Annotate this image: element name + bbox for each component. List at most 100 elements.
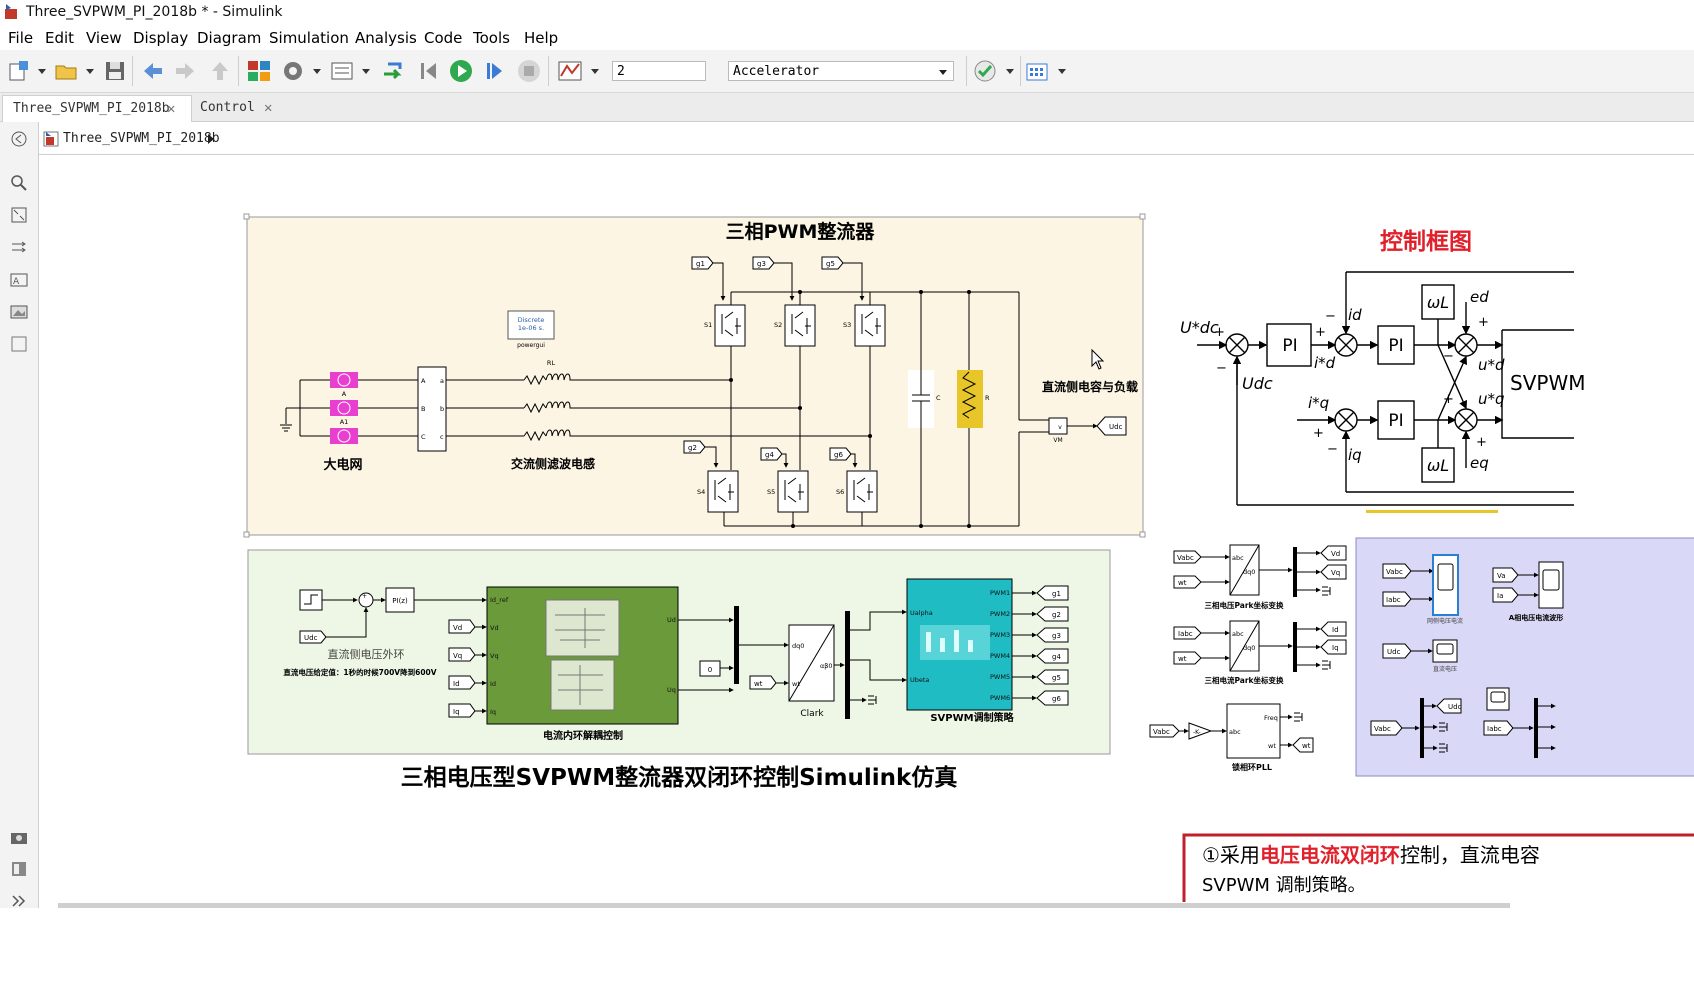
switch-s1[interactable]: S1 (704, 304, 746, 347)
switch-s4[interactable]: S4 (697, 470, 739, 513)
save-icon[interactable] (102, 58, 128, 84)
demux-block[interactable] (845, 611, 850, 719)
udc-from-tag[interactable]: Udc (299, 630, 327, 644)
step-forward-icon[interactable] (482, 58, 508, 84)
annotation-icon[interactable]: A (10, 271, 28, 289)
route-lines-icon[interactable] (10, 238, 28, 256)
advisor-dropdown-icon[interactable] (1006, 69, 1014, 74)
model-settings-gear-icon[interactable] (280, 58, 306, 84)
up-arrow-icon[interactable] (207, 58, 233, 84)
expand-chevron-icon[interactable] (10, 892, 28, 910)
inner-loop-subsystem[interactable]: Id_ref Vd Vq Id Iq Ud Uq (486, 586, 679, 725)
simulation-mode-select[interactable]: Accelerator (728, 61, 954, 81)
open-folder-icon[interactable] (54, 58, 80, 84)
gate-tag-label: g2 (688, 444, 697, 452)
rectifier-area[interactable]: 三相PWM整流器 Discrete 1e-06 s. powergui A A1 (243, 213, 1146, 538)
explorer-icon[interactable] (329, 58, 355, 84)
forward-arrow-icon[interactable] (172, 58, 198, 84)
scope-panel[interactable]: Vabc Iabc 网侧电压电流 Udc 直流电压 Va Ia A相电压电流波形… (1355, 537, 1694, 777)
scope-viewer-icon[interactable] (557, 58, 583, 84)
inner-inputs[interactable]: Vd Vq Id Iq (448, 619, 487, 718)
screenshot-camera-icon[interactable] (10, 828, 28, 846)
schedule-editor-icon[interactable] (1024, 58, 1050, 84)
menu-analysis[interactable]: Analysis (355, 29, 417, 47)
scope-icon[interactable] (1432, 554, 1459, 616)
pi-controller-block[interactable]: PI(z) (385, 587, 415, 613)
rl-inductors[interactable] (523, 373, 580, 442)
zero-constant[interactable]: 0 (699, 660, 721, 677)
schedule-dropdown-icon[interactable] (1058, 69, 1066, 74)
run-icon[interactable] (448, 58, 474, 84)
wt-from-tag[interactable]: wt (749, 675, 777, 690)
clark-block[interactable]: dq0 wt αβ0 Clark (788, 624, 835, 719)
abc-measurement-block[interactable]: A B C a b c (417, 366, 447, 452)
menu-simulation[interactable]: Simulation (269, 29, 349, 47)
menu-diagram[interactable]: Diagram (197, 29, 262, 47)
update-diagram-icon[interactable] (380, 58, 406, 84)
gate-tags-bottom[interactable]: g2 g4 g6 (683, 440, 858, 468)
chevron-down-icon[interactable] (939, 70, 947, 75)
settings-dropdown-icon[interactable] (313, 69, 321, 74)
scope-icon[interactable] (1432, 639, 1458, 663)
menu-code[interactable]: Code (424, 29, 463, 47)
chevron-right-icon[interactable] (207, 134, 215, 144)
tab-model[interactable]: Three_SVPWM_PI_2018b ✕ (2, 95, 192, 122)
powergui-block[interactable]: Discrete 1e-06 s. powergui (507, 310, 555, 349)
zoom-icon[interactable] (10, 174, 28, 192)
close-tab-icon[interactable]: ✕ (264, 100, 273, 116)
step-back-icon[interactable] (416, 58, 442, 84)
model-advisor-check-icon[interactable] (972, 58, 998, 84)
grid-sources[interactable]: A A1 大电网 (300, 372, 418, 473)
scope-icon[interactable] (1538, 561, 1564, 609)
pwm-goto-tags[interactable]: g1 g2 g3 g4 g5 g6 (1012, 585, 1069, 706)
property-inspector-icon[interactable] (10, 860, 28, 878)
ac-source-icon[interactable] (330, 428, 358, 444)
resistor-r[interactable]: R (957, 370, 990, 428)
menu-tools[interactable]: Tools (473, 29, 510, 47)
stop-icon[interactable] (516, 58, 542, 84)
hide-explorer-icon[interactable] (10, 130, 28, 148)
mux-block[interactable] (734, 606, 739, 684)
control-area[interactable]: + PI(z) Udc 直流侧电压外环 直流电压给定值：1秒的时候700V降到6… (247, 549, 1111, 755)
wt-tag-label: wt (754, 680, 763, 688)
area-icon[interactable] (10, 335, 28, 353)
switch-s6[interactable]: S6 (836, 470, 878, 513)
scope-icon[interactable] (1486, 687, 1510, 711)
stop-time-input[interactable]: 2 (612, 61, 706, 81)
sum-block[interactable]: + (358, 592, 374, 608)
menu-display[interactable]: Display (133, 29, 189, 47)
menu-edit[interactable]: Edit (45, 29, 75, 47)
svpwm-subsystem[interactable]: Ualpha Ubeta PWM1 PWM2 PWM3 PWM4 PWM5 PW… (906, 578, 1013, 711)
library-browser-icon[interactable] (246, 58, 272, 84)
resistor-label: R (985, 394, 990, 402)
horizontal-scrollbar[interactable] (58, 903, 1510, 908)
gate-tags-top[interactable]: g1 g3 g5 (691, 256, 865, 301)
model-canvas[interactable]: 三相PWM整流器 Discrete 1e-06 s. powergui A A1 (39, 156, 1694, 917)
open-dropdown-icon[interactable] (86, 69, 94, 74)
udc-goto-tag[interactable]: Udc (1096, 416, 1127, 436)
menu-view[interactable]: View (86, 29, 122, 47)
switch-s2[interactable]: S2 (774, 304, 816, 347)
explorer-dropdown-icon[interactable] (362, 69, 370, 74)
breadcrumb-model[interactable]: Three_SVPWM_PI_2018b (63, 131, 220, 146)
ac-source-icon[interactable] (330, 400, 358, 416)
source-label: A1 (340, 418, 349, 426)
tab-control[interactable]: Control ✕ (190, 95, 296, 121)
close-tab-icon[interactable]: ✕ (167, 101, 176, 117)
capacitor-c[interactable]: C (908, 370, 941, 428)
new-model-icon[interactable] (6, 58, 32, 84)
step-block[interactable] (299, 589, 323, 611)
new-dropdown-icon[interactable] (38, 69, 46, 74)
switch-s3[interactable]: S3 (843, 304, 886, 347)
image-icon[interactable] (10, 303, 28, 321)
ac-source-icon[interactable] (330, 372, 358, 388)
menu-help[interactable]: Help (524, 29, 559, 47)
omega-l-label: ωL (1427, 456, 1449, 475)
switch-s5[interactable]: S5 (767, 470, 809, 513)
fit-to-view-icon[interactable] (10, 206, 28, 224)
menu-file[interactable]: File (8, 29, 34, 47)
scope-dropdown-icon[interactable] (591, 69, 599, 74)
back-arrow-icon[interactable] (140, 58, 166, 84)
svpwm-block-label: SVPWM (1510, 371, 1585, 395)
